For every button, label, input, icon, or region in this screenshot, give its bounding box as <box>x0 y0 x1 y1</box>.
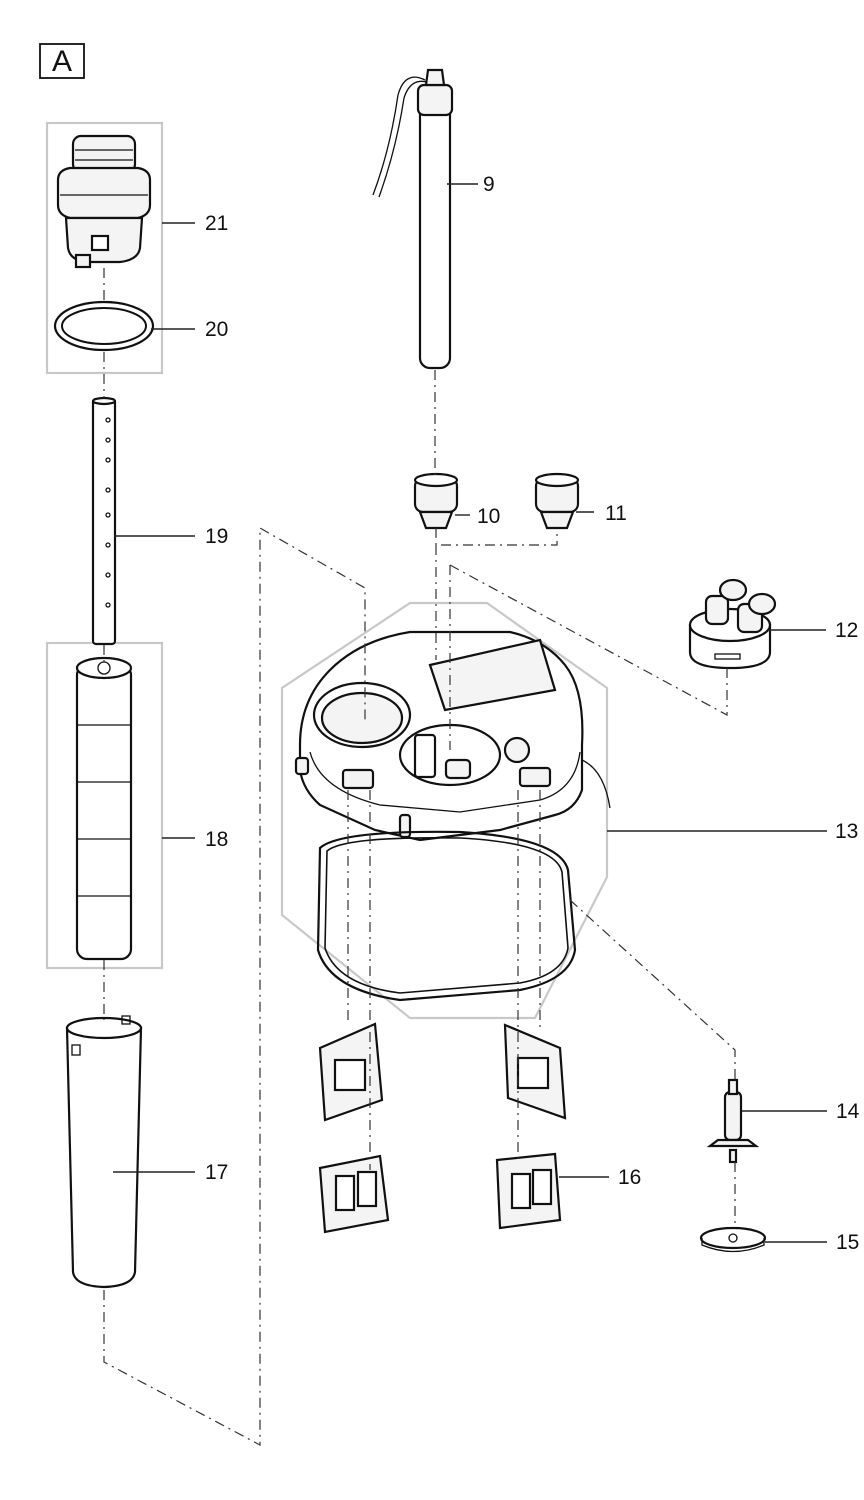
part-14-impeller <box>706 1078 760 1164</box>
callout-11: 11 <box>605 502 627 525</box>
callout-12: 12 <box>835 619 858 642</box>
part-17-outer-tube <box>65 1015 143 1289</box>
part-10-cap <box>413 472 459 530</box>
part-11-cap <box>534 472 580 530</box>
part-16-clip-right-upper <box>503 1023 567 1120</box>
part-16-clip-right-lower <box>495 1152 562 1230</box>
callout-14: 14 <box>836 1100 860 1123</box>
section-label-text: A <box>52 45 72 78</box>
callout-13: 13 <box>835 820 858 843</box>
group-frame-head <box>280 601 609 1020</box>
part-19-tube <box>91 396 117 646</box>
part-21-connector <box>56 134 152 269</box>
callout-10: 10 <box>477 505 500 528</box>
leader-lines <box>113 183 827 1243</box>
part-20-oring <box>53 300 155 352</box>
callout-17: 17 <box>205 1161 228 1184</box>
part-18-cartridge <box>75 656 133 961</box>
part-9-heater <box>372 68 454 370</box>
callout-19: 19 <box>205 525 228 548</box>
part-16-clip-left-lower <box>318 1154 390 1234</box>
section-label: A <box>39 43 85 79</box>
callout-21: 21 <box>205 212 228 235</box>
part-15-cover <box>699 1226 767 1253</box>
part-13-pump-head <box>294 630 611 842</box>
callout-20: 20 <box>205 318 228 341</box>
group-frame-top <box>45 121 164 375</box>
part-13-seal <box>316 830 577 1002</box>
callout-15: 15 <box>836 1231 859 1254</box>
part-16-clip-left-upper <box>318 1022 384 1122</box>
callout-16: 16 <box>618 1166 641 1189</box>
part-12-valve-head <box>688 578 777 670</box>
callout-9: 9 <box>483 173 495 196</box>
assembly-lines <box>103 268 736 1446</box>
callout-18: 18 <box>205 828 228 851</box>
